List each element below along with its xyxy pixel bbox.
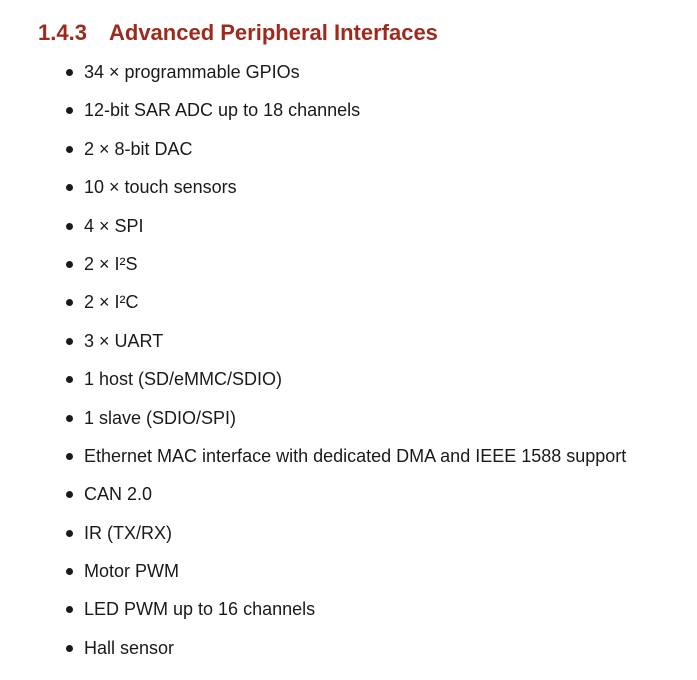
bullet-icon	[66, 491, 73, 499]
bullet-icon	[66, 529, 73, 537]
bullet-icon	[66, 260, 73, 268]
bullet-icon	[66, 644, 73, 652]
bullet-icon	[66, 414, 73, 422]
list-item-label: 12-bit SAR ADC up to 18 channels	[84, 100, 361, 121]
bullet-icon	[66, 376, 73, 384]
list-item-label: 1 host (SD/eMMC/SDIO)	[84, 369, 283, 390]
list-item-label: IR (TX/RX)	[84, 522, 172, 543]
bullet-icon	[66, 299, 73, 307]
section-number: 1.4.3	[38, 20, 87, 45]
bullet-icon	[66, 69, 73, 76]
bullet-icon	[66, 568, 73, 576]
bullet-icon	[66, 107, 73, 115]
list-item-label: 34 × programmable GPIOs	[84, 62, 300, 82]
list-item-label: Ethernet MAC interface with dedicated DM…	[84, 445, 627, 466]
list-item-label: 4 × SPI	[84, 215, 144, 236]
list-item-label: CAN 2.0	[84, 484, 153, 505]
list-item-label: Motor PWM	[84, 561, 180, 582]
list-item-label: 1 slave (SDIO/SPI)	[84, 407, 237, 428]
bullet-icon	[66, 337, 73, 345]
bullet-icon	[66, 452, 73, 460]
section-title: Advanced Peripheral Interfaces	[109, 20, 438, 45]
section-heading: 1.4.3 Advanced Peripheral Interfaces	[38, 18, 438, 48]
list-item-label: LED PWM up to 16 channels	[84, 599, 316, 620]
list-item-label: 2 × 8-bit DAC	[84, 138, 193, 159]
list-item-label: 2 × I²C	[84, 292, 139, 313]
list-item-label: Hall sensor	[84, 637, 175, 658]
bullet-icon	[66, 184, 73, 192]
list-item-label: 2 × I²S	[84, 253, 138, 274]
bullet-icon	[66, 145, 73, 153]
list-item-label: 10 × touch sensors	[84, 177, 237, 198]
bullet-icon	[66, 222, 73, 230]
bullet-icon	[66, 606, 73, 614]
list-item-label: 3 × UART	[84, 330, 164, 351]
